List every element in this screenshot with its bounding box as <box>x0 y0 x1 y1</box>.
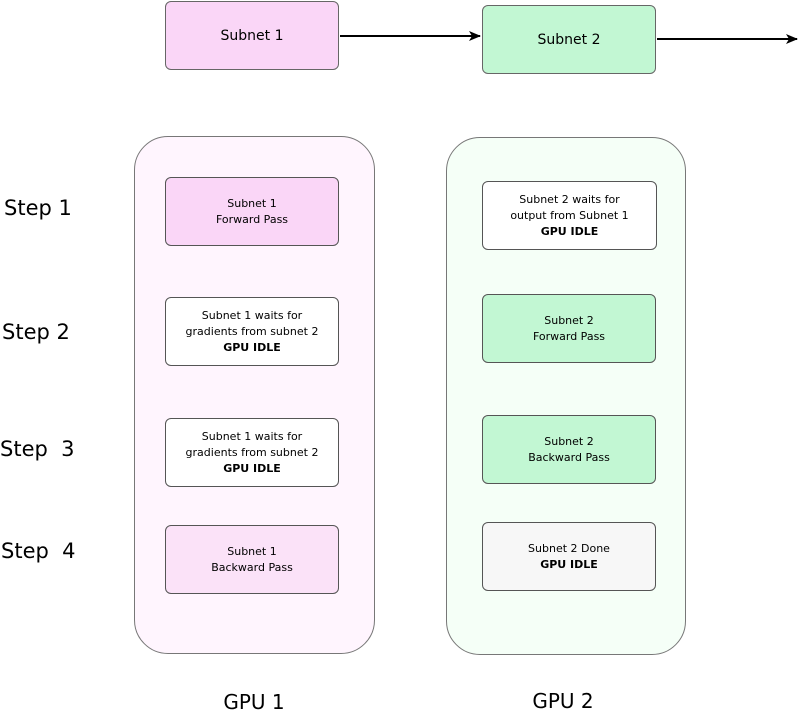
step-1-label: Step 1 <box>4 196 72 220</box>
gpu1-step4-cell: Subnet 1 Backward Pass <box>165 525 339 594</box>
subnet1-box: Subnet 1 <box>165 1 339 70</box>
flow-arrows <box>340 31 798 44</box>
gpu-idle-text: GPU IDLE <box>540 557 598 571</box>
cell-text: Subnet 1 waits for <box>201 429 303 443</box>
gpu1-label: GPU 1 <box>223 690 285 714</box>
gpu1-step3-cell: Subnet 1 waits for gradients from subnet… <box>165 418 339 487</box>
gpu2-label: GPU 2 <box>532 689 594 713</box>
gpu1-step2-cell: Subnet 1 waits for gradients from subnet… <box>165 297 339 366</box>
gpu1-step1-cell: Subnet 1 Forward Pass <box>165 177 339 246</box>
subnet1-label: Subnet 1 <box>220 27 284 44</box>
gpu-idle-text: GPU IDLE <box>223 340 281 354</box>
cell-text: Subnet 1 <box>227 196 277 210</box>
gpu2-step3-cell: Subnet 2 Backward Pass <box>482 415 656 484</box>
cell-text: Subnet 2 <box>544 434 594 448</box>
subnet2-box: Subnet 2 <box>482 5 656 74</box>
cell-text: Subnet 1 waits for <box>201 308 303 322</box>
cell-text: gradients from subnet 2 <box>185 445 319 459</box>
cell-text: Backward Pass <box>211 560 293 574</box>
cell-text: Backward Pass <box>528 450 610 464</box>
cell-text: output from Subnet 1 <box>510 208 629 222</box>
cell-text: Forward Pass <box>532 329 606 343</box>
gpu-idle-text: GPU IDLE <box>540 224 599 238</box>
cell-text: gradients from subnet 2 <box>185 324 319 338</box>
step-3-label: Step 3 <box>0 437 75 461</box>
cell-text: Subnet 2 <box>544 313 594 327</box>
cell-text: Subnet 2 Done <box>528 541 610 555</box>
gpu-idle-text: GPU IDLE <box>223 461 281 475</box>
subnet2-label: Subnet 2 <box>537 31 601 48</box>
gpu2-step1-cell: Subnet 2 waits for output from Subnet 1 … <box>482 181 657 250</box>
cell-text: Subnet 2 waits for <box>519 192 620 206</box>
cell-text: Subnet 1 <box>227 544 277 558</box>
step-2-label: Step 2 <box>2 320 70 344</box>
step-4-label: Step 4 <box>1 539 76 563</box>
cell-text: Forward Pass <box>215 212 289 226</box>
gpu2-step2-cell: Subnet 2 Forward Pass <box>482 294 656 363</box>
gpu2-step4-cell: Subnet 2 Done GPU IDLE <box>482 522 656 591</box>
